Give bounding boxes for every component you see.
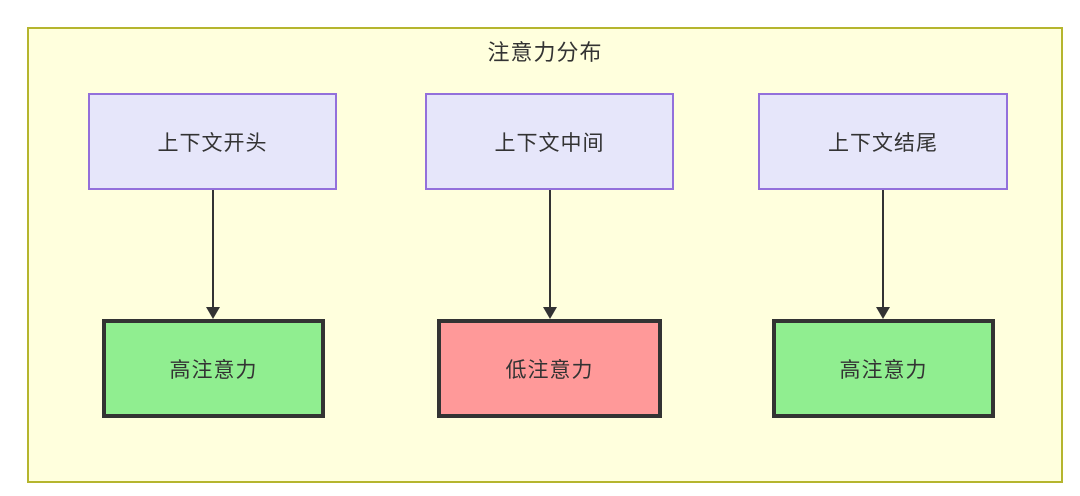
node-attention-high-start[interactable]: 高注意力 [102, 319, 325, 418]
diagram-title: 注意力分布 [487, 40, 603, 65]
node-context-middle-label: 上下文中间 [494, 131, 605, 155]
node-context-middle[interactable]: 上下文中间 [425, 93, 674, 190]
node-context-end-label: 上下文结尾 [828, 131, 938, 155]
node-attention-high-start-label: 高注意力 [169, 358, 258, 382]
node-attention-high-end[interactable]: 高注意力 [772, 319, 995, 418]
node-context-start[interactable]: 上下文开头 [88, 93, 337, 190]
node-context-start-label: 上下文开头 [157, 131, 268, 155]
node-attention-low-middle-label: 低注意力 [505, 358, 594, 382]
node-context-end[interactable]: 上下文结尾 [758, 93, 1008, 190]
node-attention-low-middle[interactable]: 低注意力 [437, 319, 662, 418]
node-attention-high-end-label: 高注意力 [839, 358, 928, 382]
